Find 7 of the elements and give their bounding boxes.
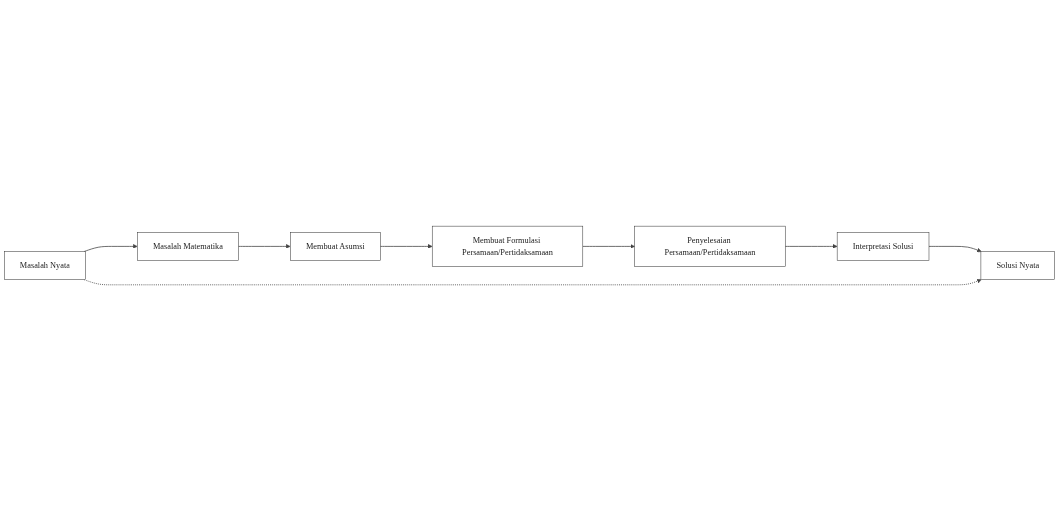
node-box: Penyelesaian Persamaan/Pertidaksamaan (634, 225, 786, 267)
node-box: Interpretasi Solusi (836, 232, 930, 261)
node-box: Masalah Matematika (137, 232, 239, 261)
node-box: Membuat Formulasi Persamaan/Pertidaksamaan (431, 225, 584, 267)
node-box: Masalah Nyata (4, 251, 86, 280)
node-box: Membuat Asumsi (290, 232, 381, 261)
node-box: Solusi Nyata (980, 251, 1055, 280)
